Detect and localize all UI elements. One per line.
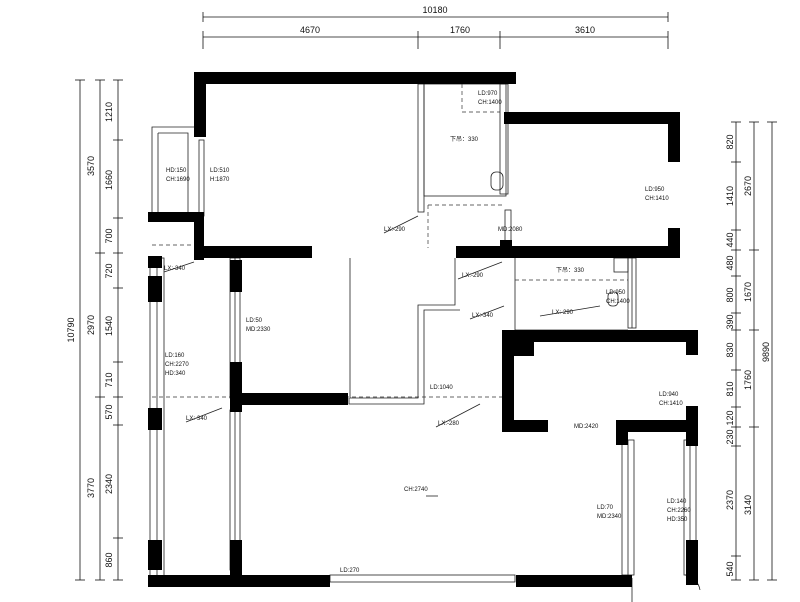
right-dimension-4: 3140 [743,495,753,515]
ch2740-label: CH:2740 [404,487,428,493]
right-fine-10: 230 [725,429,735,444]
left-fine-1: 1210 [104,102,114,122]
top-dimension-3: 3610 [575,25,595,35]
door50-label-2: MD:2330 [246,327,271,333]
left-fine-5: 1540 [104,316,114,336]
right-dimension-3: 1760 [743,370,753,390]
top-dimension-chain: 10180 4670 1760 3610 [202,5,669,49]
room2-label-2: CH:1410 [645,196,669,202]
top-dimension-2: 1760 [450,25,470,35]
left-win-label-1: LD:160 [165,353,185,359]
lx340-b-label: LX:-340 [472,313,494,319]
right-win-label-3: HD:350 [667,517,688,523]
lx340-a-label: LX:-340 [164,266,186,272]
xiadiao-top-label: 下吊：330 [450,136,479,143]
xiadiao-mid-label: 下吊：330 [556,267,585,274]
md2420-label: MD:2420 [574,424,599,430]
md2080-label: MD:2080 [498,227,523,233]
ld70-label-2: MD:2340 [597,514,622,520]
left-total-dimension: 10790 [66,317,76,342]
top-small-label-1: LD:970 [478,91,498,97]
right-fine-9: 120 [725,410,735,425]
lx280-label: LX:-280 [438,421,460,427]
left-fine-4: 720 [104,263,114,278]
left-fine-7: 570 [104,404,114,419]
right-fine-8: 810 [725,381,735,396]
right-fine-6: 390 [725,314,735,329]
lx290-a-label: LX:-290 [384,227,406,233]
lx290-c-label: LX:-290 [552,310,574,316]
right-fine-4: 480 [725,255,735,270]
lx290-b-label: LX:-290 [462,273,484,279]
right-dimension-2: 1670 [743,282,753,302]
thick-walls [148,72,698,587]
top-small-label-2: CH:1400 [478,100,502,106]
room3-label-1: LD:940 [659,392,679,398]
right-win-label-1: LD:140 [667,499,687,505]
thin-partition-lines [149,83,701,602]
left-win-label-3: HD:340 [165,371,186,377]
room3-label-2: CH:1410 [659,401,683,407]
right-fine-5: 800 [725,287,735,302]
left-fine-2: 1660 [104,170,114,190]
left-dimension-3: 3770 [86,478,96,498]
top-total-dimension: 10180 [422,5,447,15]
bath-label-1: LD:950 [606,290,626,296]
right-fine-7: 830 [725,342,735,357]
left-dimension-2: 2970 [86,315,96,335]
annotation-labels: HD:150 CH:1690 LD:510 H:1870 LD:970 CH:1… [163,91,691,574]
right-dimension-chain: 9890 2670 1670 1760 3140 820 1410 440 48… [725,121,777,581]
bottom-door-label: LD:270 [340,568,360,574]
right-dimension-1: 2670 [743,176,753,196]
bath-label-2: CH:1400 [606,299,630,305]
left-dimension-1: 3570 [86,156,96,176]
right-win-label-2: CH:2260 [667,508,691,514]
right-fine-2: 1410 [725,186,735,206]
left-fine-9: 860 [104,552,114,567]
room1-window-label-1: LD:510 [210,168,230,174]
right-fine-3: 440 [725,232,735,247]
lx340-c-label: LX:-340 [186,416,208,422]
room1-window-label-2: H:1870 [210,177,230,183]
left-dimension-chain: 10790 3570 2970 3770 1210 1660 700 720 1… [66,79,123,581]
right-fine-11: 2370 [725,490,735,510]
right-fine-1: 820 [725,134,735,149]
left-fine-6: 710 [104,372,114,387]
balcony-top-label-2: CH:1690 [166,177,190,183]
ld70-label-1: LD:70 [597,505,614,511]
balcony-top-label-1: HD:150 [166,168,187,174]
right-total-dimension: 9890 [761,342,771,362]
ld1040-label: LD:1040 [430,385,453,391]
left-win-label-2: CH:2270 [165,362,189,368]
room2-label-1: LD:950 [645,187,665,193]
right-fine-12: 540 [725,561,735,576]
left-fine-8: 2340 [104,474,114,494]
top-dimension-1: 4670 [300,25,320,35]
left-fine-3: 700 [104,228,114,243]
door50-label-1: LD:50 [246,318,263,324]
